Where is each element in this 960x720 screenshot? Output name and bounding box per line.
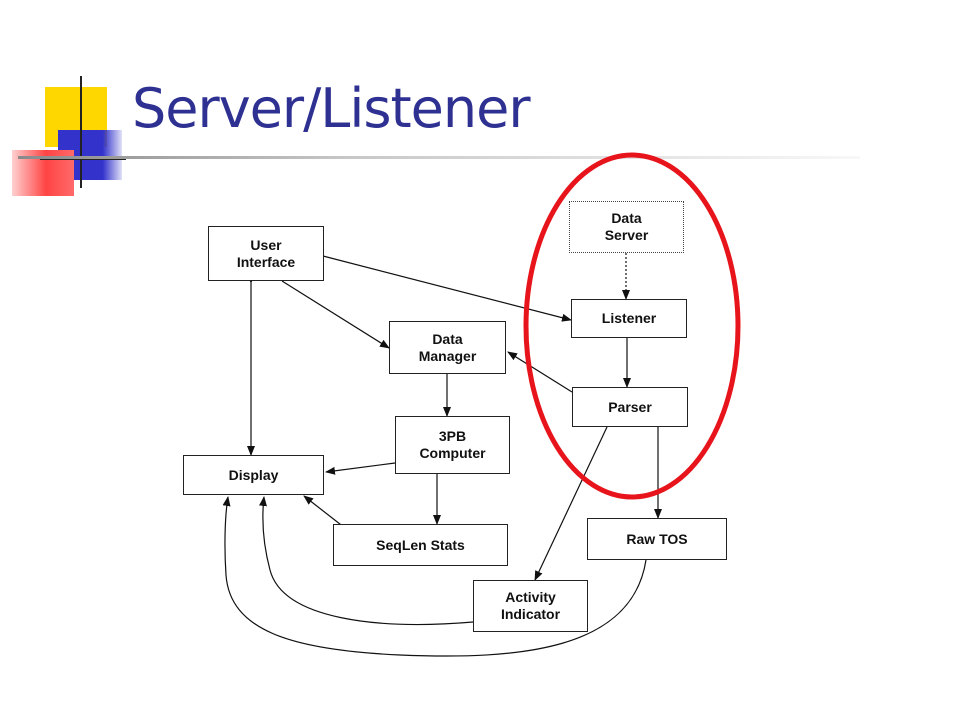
node-data-manager: Data Manager xyxy=(389,321,506,374)
node-parser: Parser xyxy=(572,387,688,427)
edge-userinterface-listener xyxy=(313,249,572,322)
node-listener: Listener xyxy=(571,299,687,338)
edge-rawtos-display xyxy=(222,496,647,657)
slide-title: Server/Listener xyxy=(132,77,531,140)
title-rule xyxy=(18,156,860,159)
node-3pb-computer: 3PB Computer xyxy=(395,416,510,474)
edge-3pb-display xyxy=(325,462,396,475)
node-display: Display xyxy=(183,455,324,495)
node-data-server: Data Server xyxy=(569,201,684,253)
node-user-interface: User Interface xyxy=(208,226,324,281)
edge-parser-activity xyxy=(534,426,608,581)
node-raw-tos: Raw TOS xyxy=(587,518,727,560)
edge-userinterface-datamanager xyxy=(281,280,390,349)
node-activity-indicator: Activity Indicator xyxy=(473,580,588,632)
edge-seqlen-display xyxy=(303,495,346,529)
deco-vertical-line xyxy=(80,76,82,188)
highlight-ellipse xyxy=(523,152,741,500)
edge-parser-datamanager xyxy=(507,351,573,393)
node-seqlen-stats: SeqLen Stats xyxy=(333,524,508,566)
deco-horizontal-line xyxy=(40,158,126,160)
edge-activity-display xyxy=(259,496,474,626)
